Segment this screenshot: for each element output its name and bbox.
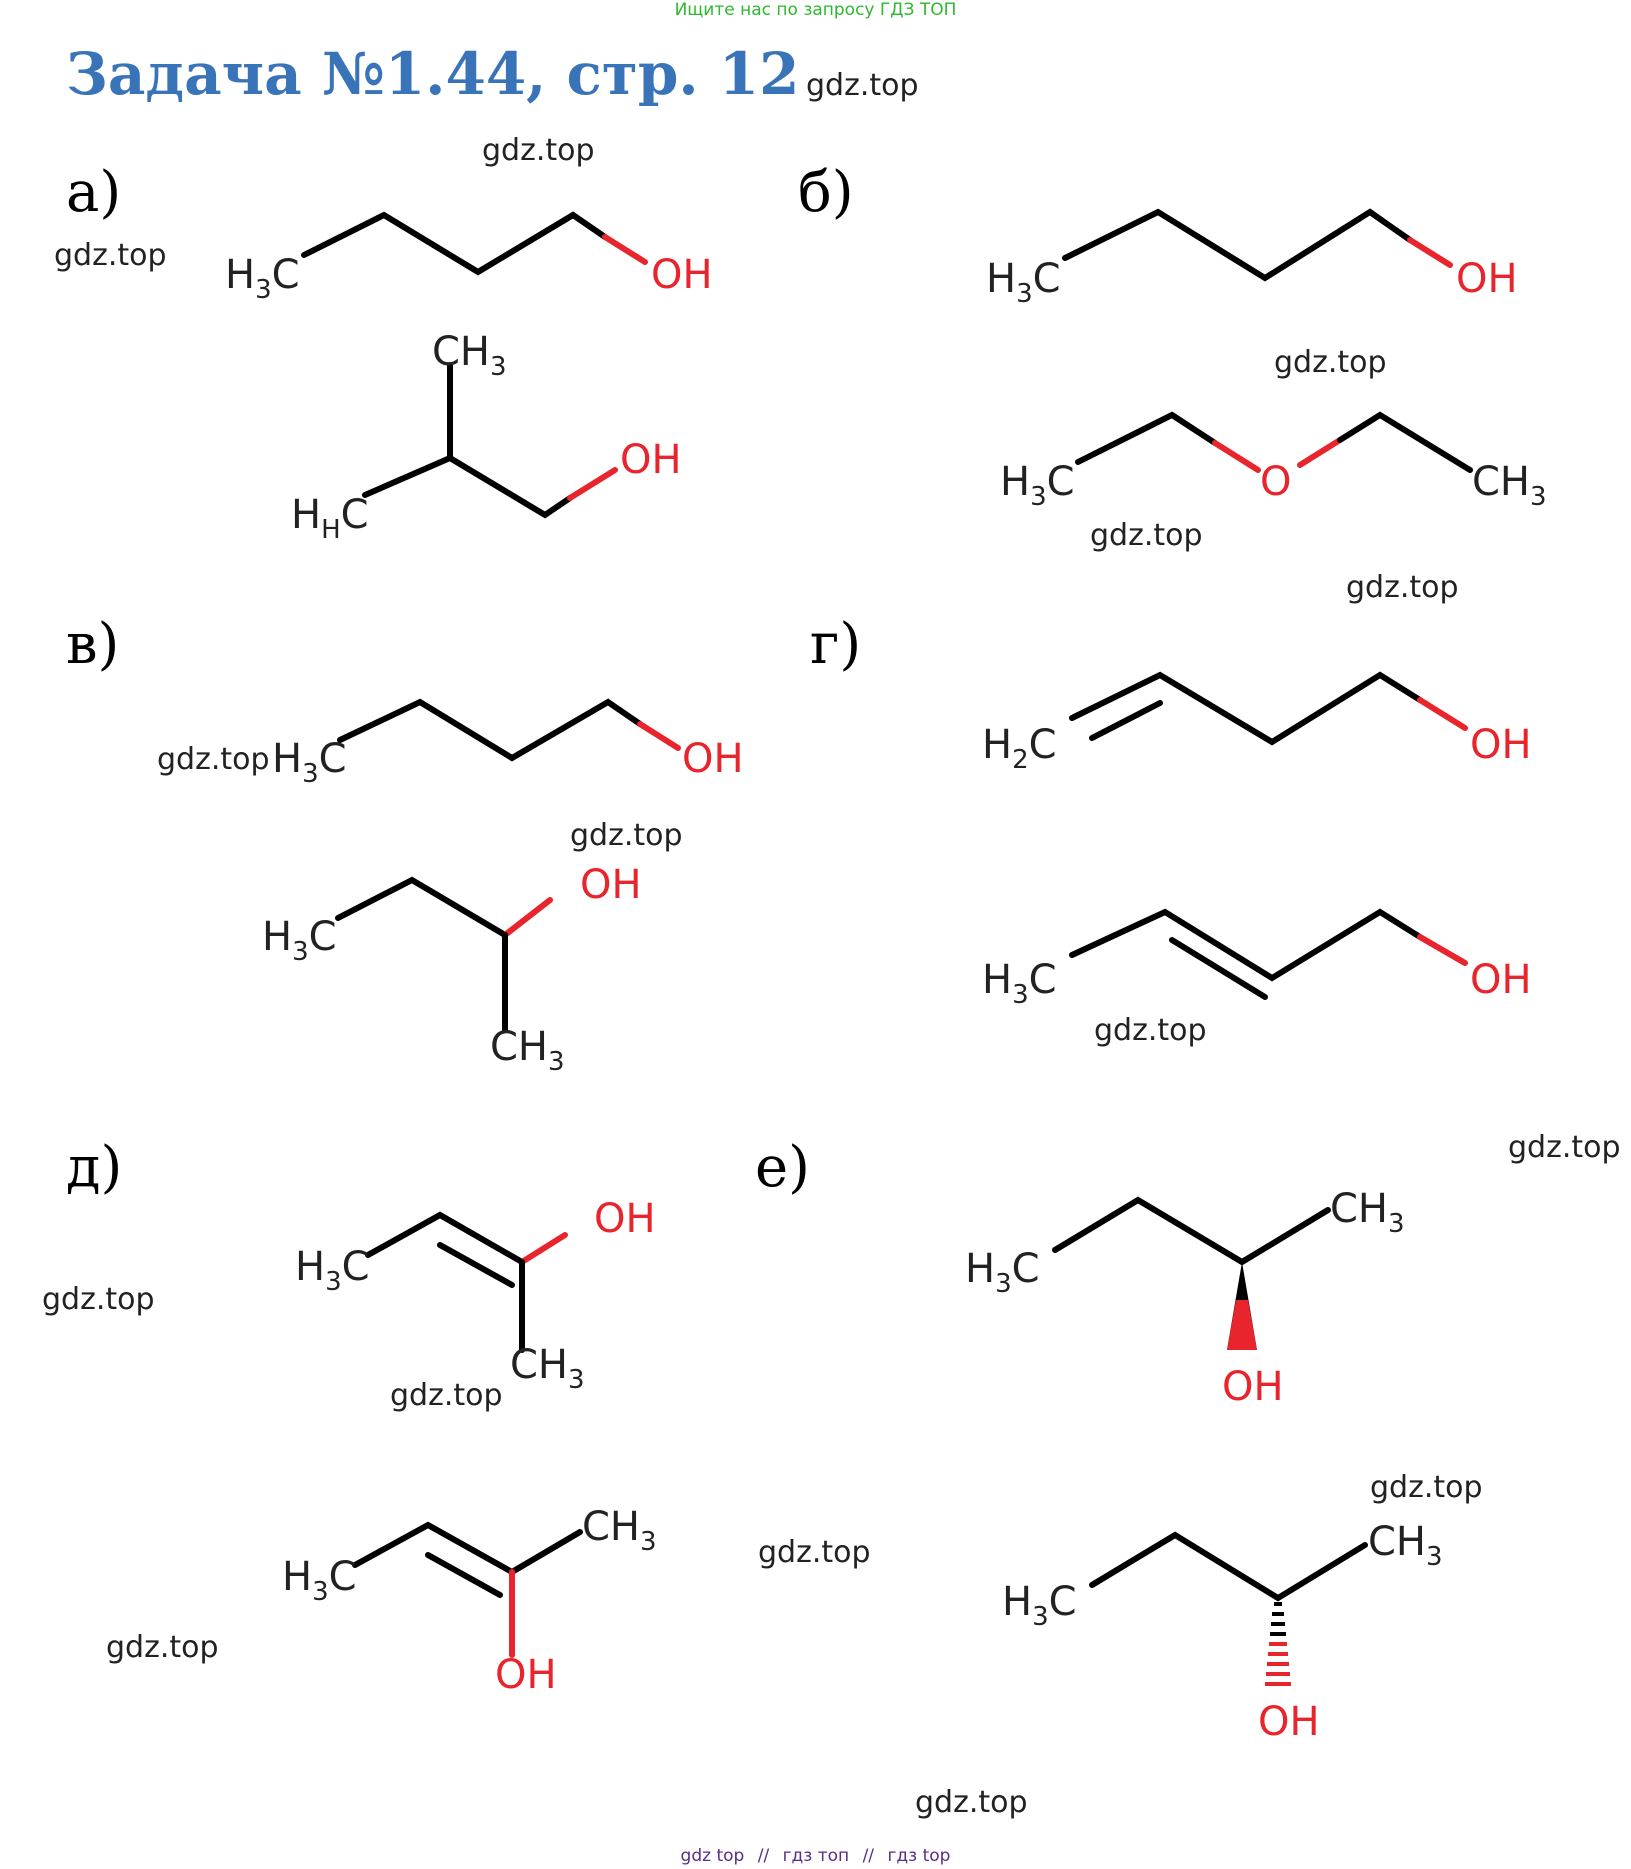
atom-ch3: CH3 — [432, 329, 507, 382]
page-title: Задача №1.44, стр. 12 — [66, 40, 800, 108]
atom-oh: OH — [594, 1196, 656, 1242]
atom-h3c: H3C — [282, 1554, 357, 1607]
footer-link[interactable]: гдз top — [887, 1846, 951, 1866]
atom-oh: OH — [1258, 1699, 1320, 1745]
watermark: gdz.top — [54, 238, 167, 273]
hashed-wedge — [1265, 1602, 1291, 1686]
label-a: а) — [66, 160, 122, 225]
search-hint[interactable]: Ищите нас по запросу ГДЗ ТОП — [674, 0, 957, 20]
molecule-g2: H3C OH — [982, 908, 1532, 1010]
watermark: gdz.top — [390, 1378, 503, 1413]
watermark: gdz.top — [1346, 570, 1459, 605]
watermark: gdz.top — [157, 742, 270, 777]
label-e: е) — [755, 1135, 810, 1200]
watermark: gdz.top — [570, 818, 683, 853]
molecule-e1: H3C CH3 OH — [965, 1186, 1405, 1410]
footer-link[interactable]: gdz top — [680, 1846, 745, 1866]
atom-oh: OH — [1456, 256, 1518, 302]
atom-h3c: H3C — [982, 957, 1057, 1010]
atom-oh: OH — [1470, 722, 1532, 768]
atom-oh: OH — [620, 437, 682, 483]
atom-oh: OH — [1222, 1364, 1284, 1410]
footer-links: gdz top // гдз топ // гдз top — [0, 1846, 1631, 1866]
label-v: в) — [66, 612, 120, 677]
watermark: gdz.top — [1094, 1013, 1207, 1048]
atom-h3c: H3C — [986, 256, 1061, 309]
watermark: gdz.top — [1370, 1470, 1483, 1505]
atom-ch3: CH3 — [1330, 1186, 1405, 1239]
atom-h3c: H3C — [225, 252, 300, 305]
molecule-d2: H3C CH3 OH — [282, 1504, 657, 1698]
label-g: г) — [810, 612, 862, 677]
atom-h3c: H3C — [1000, 459, 1075, 512]
molecule-d1: H3C OH CH3 — [295, 1196, 656, 1395]
atom-ch3: CH3 — [1472, 459, 1547, 512]
watermark: gdz.top — [915, 1785, 1028, 1820]
atom-h3c: H3C — [295, 1244, 370, 1297]
atom-ch3: CH3 — [582, 1504, 657, 1557]
molecule-b1: H3C OH — [986, 208, 1518, 309]
atom-h3c: H3C — [272, 736, 347, 789]
atom-h3c: H3C — [262, 914, 337, 967]
watermark: gdz.top — [1274, 345, 1387, 380]
molecule-v1: H3C OH — [272, 698, 744, 789]
atom-oh: OH — [495, 1652, 557, 1698]
atom-h3c: H3C — [965, 1246, 1040, 1299]
atom-ch3: CH3 — [490, 1024, 565, 1077]
footer-link[interactable]: гдз топ — [782, 1846, 850, 1866]
atom-oh: OH — [580, 862, 642, 908]
molecule-a1: H3C OH — [225, 211, 713, 305]
molecule-b2: H3C O CH3 — [1000, 411, 1547, 512]
watermark: gdz.top — [1508, 1130, 1621, 1165]
watermark: gdz.top — [806, 68, 919, 103]
label-b: б) — [798, 160, 854, 225]
atom-oh: OH — [1470, 957, 1532, 1003]
footer-separator: // — [862, 1846, 875, 1866]
atom-ch3: CH3 — [510, 1342, 585, 1395]
label-d: д) — [66, 1135, 123, 1200]
atom-oh: OH — [682, 736, 744, 782]
atom-ch3: CH3 — [1368, 1519, 1443, 1572]
atom-h2c: H2C — [982, 722, 1057, 775]
watermark: gdz.top — [482, 133, 595, 168]
watermark: gdz.top — [106, 1630, 219, 1665]
molecule-v2: H3C OH CH3 — [262, 862, 642, 1077]
watermark: gdz.top — [758, 1535, 871, 1570]
watermark: gdz.top — [1090, 518, 1203, 553]
footer-separator: // — [757, 1846, 770, 1866]
atom-o: O — [1260, 459, 1291, 505]
molecule-a2: CH3 HHC OH — [291, 329, 682, 545]
atom-h3c: H3C — [1002, 1579, 1077, 1632]
watermark: gdz.top — [42, 1282, 155, 1317]
atom-h3c: HHC — [291, 492, 369, 545]
molecule-e2: H3C CH3 OH — [1002, 1519, 1443, 1745]
molecule-g1: H2C OH — [982, 671, 1532, 775]
atom-oh: OH — [651, 252, 713, 298]
